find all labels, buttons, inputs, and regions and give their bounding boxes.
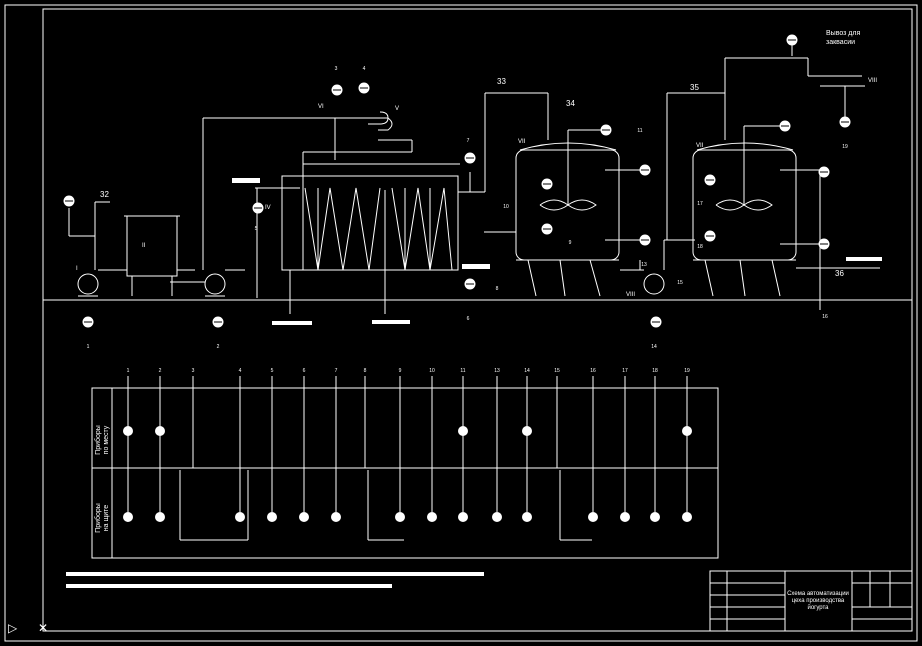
table-column-label: 19	[684, 368, 690, 374]
table-column-label: 7	[335, 368, 338, 374]
table-column-label: 17	[622, 368, 628, 374]
table-column-label: 18	[652, 368, 658, 374]
instrument-label-i15: 15	[677, 280, 683, 286]
pump-2	[204, 273, 226, 295]
table-instrument-local	[682, 426, 692, 436]
pipe-34: 34	[566, 99, 575, 108]
table-column-label: 14	[524, 368, 530, 374]
row-top-label-1: Приборы	[94, 425, 102, 455]
equipment-ii: II	[142, 243, 146, 249]
table-column-label: 8	[364, 368, 367, 374]
table-instrument-local	[458, 426, 468, 436]
table-column-label: 4	[239, 368, 242, 374]
corner-arrow-icon: ▷	[8, 621, 18, 635]
pump-1	[77, 273, 99, 295]
table-instrument-panel	[331, 512, 341, 522]
instrument-label-i6: 6	[467, 316, 470, 322]
title-line3: йогурта	[807, 604, 829, 611]
equipment-iv: IV	[265, 205, 271, 211]
table-column-label: 15	[554, 368, 560, 374]
table-instrument-panel	[682, 512, 692, 522]
instrument-label-i18: 18	[697, 244, 703, 250]
row-bottom-label-1: Приборы	[94, 503, 102, 533]
table-instrument-local	[522, 426, 532, 436]
equipment-viii-outlet: VIII	[868, 78, 877, 84]
table-instrument-panel	[299, 512, 309, 522]
table-column-label: 16	[590, 368, 596, 374]
table-instrument-panel	[155, 512, 165, 522]
instrument-label-i3: 3	[335, 66, 338, 72]
table-instrument-panel	[123, 512, 133, 522]
instrument-label-i10: 10	[503, 204, 509, 210]
table-instrument-panel	[650, 512, 660, 522]
table-column-label: 1	[127, 368, 130, 374]
table-instrument-panel	[395, 512, 405, 522]
instrument-label-i5: 5	[255, 226, 258, 232]
drain-bar-2	[372, 320, 410, 324]
pump-viii	[643, 273, 665, 295]
output-note-line1: Вывоз для	[826, 30, 860, 37]
table-instrument-panel	[458, 512, 468, 522]
title-line1: Схема автоматизации	[787, 591, 849, 597]
table-instrument-panel	[492, 512, 502, 522]
instrument-label-i4: 4	[363, 66, 366, 72]
table-instrument-local	[155, 426, 165, 436]
row-bottom-label-2: на щите	[103, 505, 110, 532]
equipment-vii-b: VII	[696, 143, 704, 149]
equipment-vi: VI	[318, 104, 324, 110]
instrument-label-i8: 8	[496, 286, 499, 292]
instrument-label-i16: 16	[822, 314, 828, 320]
table-instrument-panel	[522, 512, 532, 522]
table-instrument-panel	[427, 512, 437, 522]
table-column-label: 11	[460, 368, 465, 374]
outer-frame	[4, 4, 918, 642]
instrument-label-i7: 7	[467, 138, 470, 144]
label-bar-1	[232, 178, 260, 183]
instrument-label-i14: 14	[651, 344, 657, 350]
instrument-label-i19: 19	[842, 144, 848, 150]
equipment-viii-pump: VIII	[626, 292, 635, 298]
table-column-label: 5	[271, 368, 274, 374]
inner-frame	[42, 8, 913, 632]
table-instrument-panel	[620, 512, 630, 522]
instrument-label-i1: 1	[87, 344, 90, 350]
equipment-i: I	[76, 266, 78, 272]
pipe-32: 32	[100, 190, 109, 199]
equipment-vii-a: VII	[518, 139, 526, 145]
title-line2: цеха производства	[792, 598, 845, 604]
pipe-33: 33	[497, 77, 506, 86]
table-column-label: 6	[303, 368, 306, 374]
instrument-label-i11: 11	[637, 128, 642, 134]
instrument-table	[91, 387, 719, 559]
instrument-label-i13: 13	[641, 262, 647, 268]
note-bar-2	[66, 584, 392, 588]
heat-exchanger	[281, 175, 459, 271]
title-block	[709, 570, 913, 632]
drain-bar-3	[846, 257, 882, 261]
table-column-label: 13	[494, 368, 500, 374]
table-column-label: 9	[399, 368, 402, 374]
table-instrument-panel	[588, 512, 598, 522]
table-column-label: 2	[159, 368, 162, 374]
instrument-label-i2: 2	[217, 344, 220, 350]
pipe-35: 35	[690, 83, 699, 92]
table-column-label: 10	[429, 368, 435, 374]
equipment-v: V	[395, 106, 399, 112]
pipe-36: 36	[835, 269, 844, 278]
corner-cross-icon: ✕	[38, 621, 48, 635]
instrument-label-i17: 17	[697, 201, 703, 207]
output-note-line2: заквасии	[826, 39, 855, 46]
tank-ii	[126, 215, 178, 277]
table-instrument-local	[123, 426, 133, 436]
drain-bar-1	[272, 321, 312, 325]
table-instrument-panel	[235, 512, 245, 522]
instrument-label-i9: 9	[569, 240, 572, 246]
label-bar-2	[462, 264, 490, 269]
table-instrument-panel	[267, 512, 277, 522]
table-column-label: 3	[192, 368, 195, 374]
row-top-label-2: по месту	[103, 425, 110, 454]
note-bar-1	[66, 572, 484, 576]
